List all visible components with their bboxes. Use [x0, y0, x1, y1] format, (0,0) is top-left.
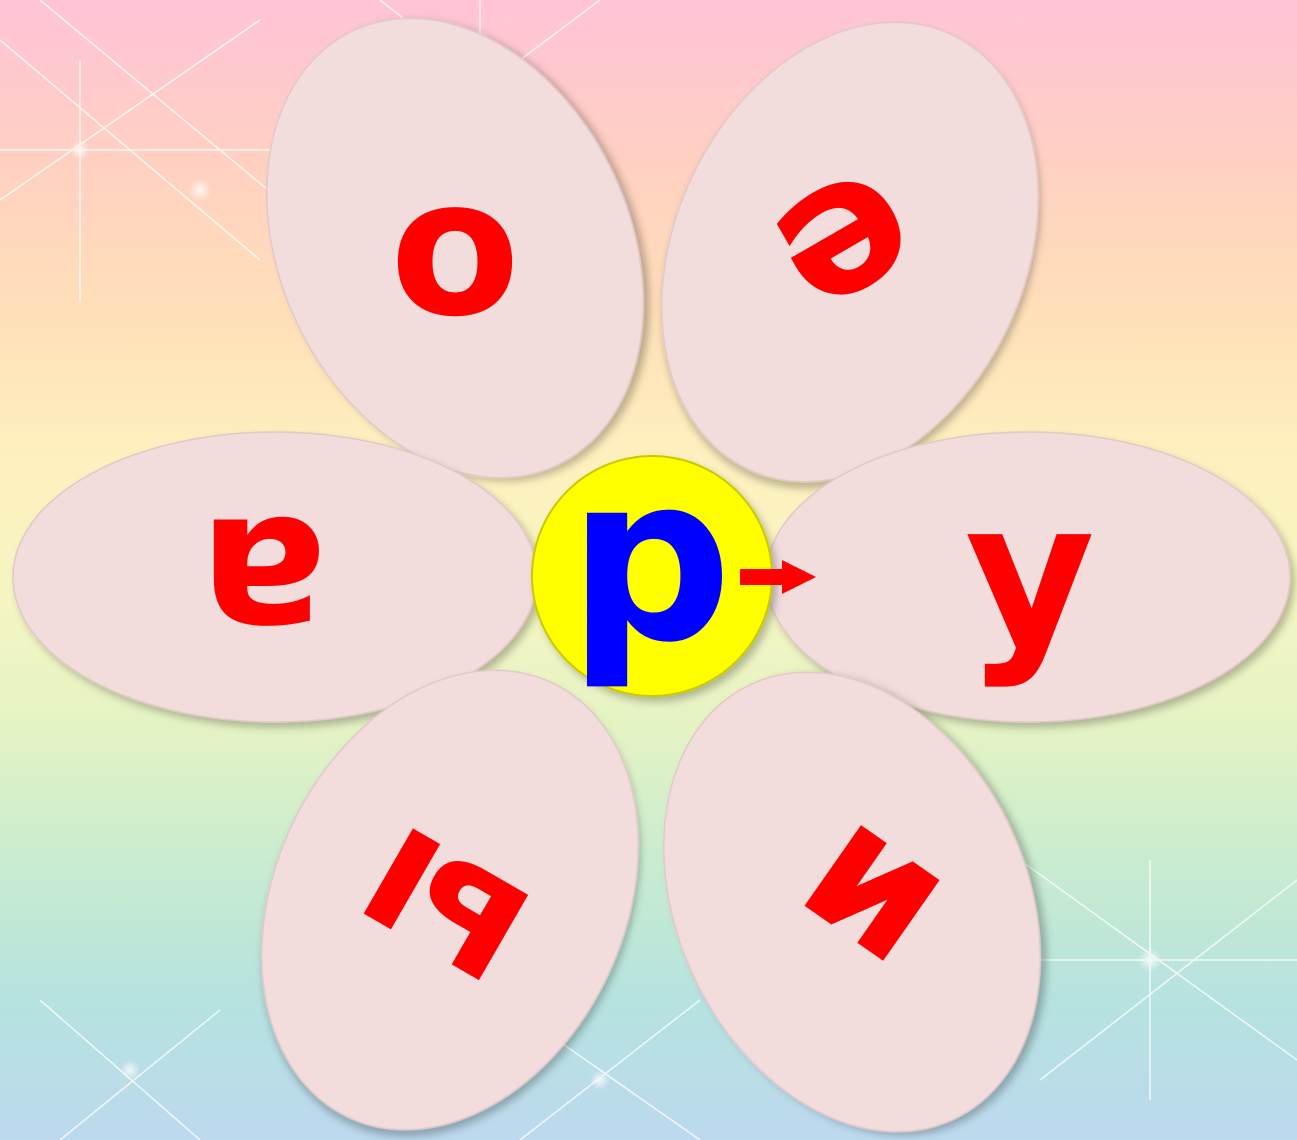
- petal-letter-right: у: [965, 459, 1095, 692]
- petal-letter-top-left: о: [390, 138, 521, 359]
- petal-letter-left: а: [199, 475, 327, 696]
- center-letter: р: [568, 427, 733, 694]
- flower-center[interactable]: р: [532, 427, 772, 697]
